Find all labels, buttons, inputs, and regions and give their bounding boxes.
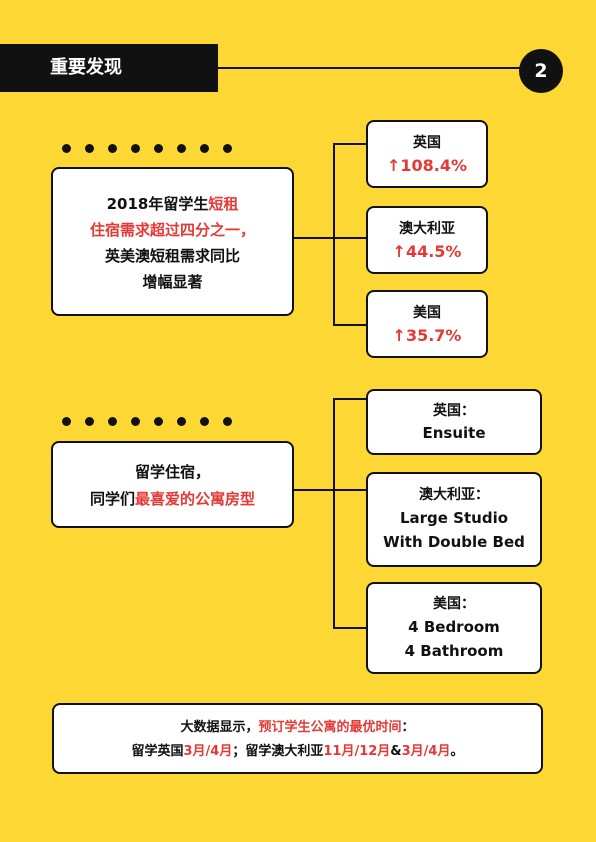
growth-value: ↑35.7%	[392, 326, 462, 345]
au-growth-box: 澳大利亚 ↑44.5%	[366, 206, 488, 274]
summary-line3: 英美澳短租需求同比	[104, 247, 240, 265]
summary-line1-a: 2018年留学生	[106, 195, 209, 213]
country-label: 美国：	[433, 596, 475, 612]
page-number-badge: 2	[519, 49, 563, 93]
summary-line2: 住宿需求超过四分之一，	[89, 221, 255, 239]
summary-line4: 增幅显著	[142, 273, 203, 291]
country-label: 澳大利亚：	[419, 487, 489, 503]
connector	[333, 237, 367, 239]
footer-line2-e: &	[390, 744, 402, 759]
footer-line1-a: 大数据显示，	[180, 720, 259, 735]
country-label: 澳大利亚	[399, 221, 455, 237]
connector	[333, 143, 367, 145]
us-growth-box: 美国 ↑35.7%	[366, 290, 488, 358]
country-label: 英国：	[433, 403, 475, 419]
favorite-line1: 留学住宿，	[134, 463, 210, 481]
connector	[333, 627, 367, 629]
apartment-type: 4 Bathroom	[404, 642, 504, 660]
uk-apartment-box: 英国： Ensuite	[366, 389, 542, 455]
country-label: 英国	[413, 135, 441, 151]
apartment-type: Large Studio	[399, 509, 509, 527]
favorite-apartment-box: 留学住宿， 同学们最喜爱的公寓房型	[51, 441, 294, 528]
footer-line1-b: 预订学生公寓的最优时间	[258, 720, 402, 735]
summary-line1-b: 短租	[208, 195, 239, 213]
favorite-line2-a: 同学们	[89, 490, 135, 508]
best-booking-time-box: 大数据显示，预订学生公寓的最优时间： 留学英国3月/4月；留学澳大利亚11月/1…	[52, 703, 543, 774]
connector	[294, 489, 334, 491]
au-apartment-box: 澳大利亚： Large Studio With Double Bed	[366, 472, 542, 567]
connector	[333, 143, 335, 325]
apartment-type: Ensuite	[422, 424, 486, 442]
footer-line2-a: 留学英国	[131, 744, 184, 759]
us-apartment-box: 美国： 4 Bedroom 4 Bathroom	[366, 582, 542, 674]
connector	[333, 324, 367, 326]
apartment-type: 4 Bedroom	[408, 618, 500, 636]
dot-row-2	[62, 417, 232, 426]
apartment-type: With Double Bed	[383, 533, 525, 551]
connector	[294, 237, 334, 239]
footer-line2-f: 3月/4月	[401, 744, 451, 759]
footer-line2-c: ；留学澳大利亚	[232, 744, 324, 759]
connector	[333, 398, 367, 400]
short-rent-summary-box: 2018年留学生短租 住宿需求超过四分之一， 英美澳短租需求同比 增幅显著	[51, 167, 294, 316]
growth-value: ↑44.5%	[392, 242, 462, 261]
country-label: 美国	[413, 305, 441, 321]
growth-value: ↑108.4%	[386, 156, 468, 175]
connector	[333, 398, 335, 628]
uk-growth-box: 英国 ↑108.4%	[366, 120, 488, 188]
footer-line2-g: 。	[450, 744, 464, 759]
connector	[333, 489, 367, 491]
footer-line1-c: ：	[401, 720, 415, 735]
favorite-line2-b: 最喜爱的公寓房型	[135, 490, 256, 508]
section-title: 重要发现	[0, 44, 218, 92]
footer-line2-d: 11月/12月	[323, 744, 391, 759]
footer-line2-b: 3月/4月	[183, 744, 233, 759]
header-rule	[218, 67, 528, 69]
dot-row-1	[62, 144, 232, 153]
